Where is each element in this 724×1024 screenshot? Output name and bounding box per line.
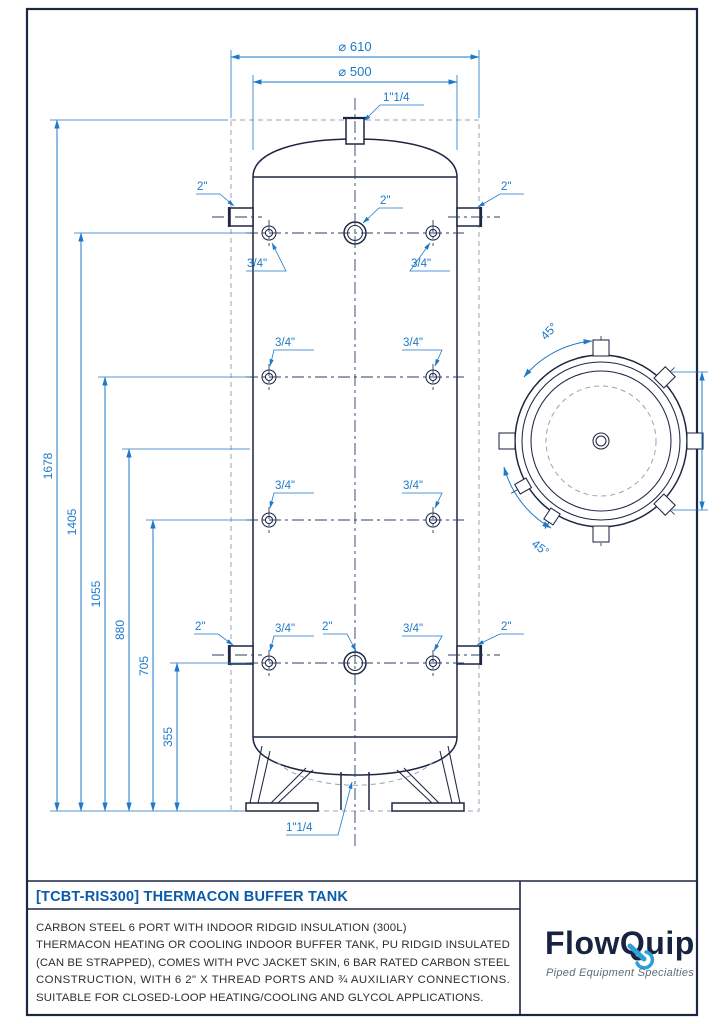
- left-dimension-chain: 1678 1405 1055 880 705 355: [41, 119, 250, 812]
- label-34in-r2-left: 3/4": [275, 337, 295, 349]
- logo-flow: Flow: [545, 925, 620, 961]
- top-view-center-port: [595, 435, 607, 447]
- label-2in-bottom-left: 2": [195, 621, 205, 633]
- description-line-2: THERMACON HEATING OR COOLING INDOOR BUFF…: [36, 939, 510, 951]
- label-2in-top-right: 2": [501, 181, 511, 193]
- dim-height-total: 1678: [41, 452, 55, 479]
- label-34in-r3-left: 3/4": [275, 480, 295, 492]
- dim-height-880: 880: [113, 620, 127, 640]
- wrench-jaw-icon: [635, 950, 655, 970]
- title-block: [TCBT-RIS300] THERMACON BUFFER TANK CARB…: [27, 880, 697, 1015]
- port-labels: 2" 2" 2" 3/4" 3/4" 3/4" 3/4" 3/4" 3/4" 3…: [194, 181, 524, 836]
- drawing-title: [TCBT-RIS300] THERMACON BUFFER TANK: [36, 889, 348, 905]
- label-34in-r3-right: 3/4": [403, 480, 423, 492]
- top-dimensions: ⌀ 610 ⌀ 500 1"1/4: [230, 39, 480, 150]
- description-line-3: (CAN BE STRAPPED), COMES WITH PVC JACKET…: [36, 957, 510, 969]
- dim-height-1055: 1055: [89, 580, 103, 607]
- wrench-icon: [627, 943, 647, 962]
- base-plate-left: [245, 802, 319, 812]
- label-34in-r1-left: 3/4": [247, 258, 267, 270]
- logo-quip: Quip: [620, 925, 695, 961]
- label-2in-bottom-center: 2": [322, 621, 332, 633]
- label-34in-r1-right: 3/4": [411, 258, 431, 270]
- top-view: 45° 45°: [498, 320, 708, 559]
- label-34in-r4-right: 3/4": [403, 623, 423, 635]
- dim-height-1405: 1405: [65, 508, 79, 535]
- description-line-4: CONSTRUCTION, WITH 6 2" X THREAD PORTS A…: [36, 974, 510, 986]
- description-line-5: SUITABLE FOR CLOSED-LOOP HEATING/COOLING…: [36, 992, 484, 1004]
- label-34in-r4-left: 3/4": [275, 623, 295, 635]
- logo-wordmark: FlowQuip: [545, 925, 695, 961]
- centerlines: [212, 98, 500, 848]
- logo: FlowQuip Piped Equipment Specialties: [545, 925, 695, 979]
- dim-height-705: 705: [137, 656, 151, 676]
- label-2in-bottom-right: 2": [501, 621, 511, 633]
- top-view-shell-circle: [530, 370, 672, 512]
- description-line-1: CARBON STEEL 6 PORT WITH INDOOR RIDGID I…: [36, 922, 407, 934]
- label-2in-top-center: 2": [380, 195, 390, 207]
- base-plate-right: [391, 802, 465, 812]
- label-34in-r2-right: 3/4": [403, 337, 423, 349]
- label-2in-top-left: 2": [197, 181, 207, 193]
- dim-height-355: 355: [161, 727, 175, 747]
- dim-diameter-inner: ⌀ 500: [338, 64, 371, 79]
- label-bottom-port: 1"1/4: [286, 822, 313, 834]
- logo-tagline: Piped Equipment Specialties: [546, 967, 694, 979]
- dim-diameter-outer: ⌀ 610: [338, 39, 371, 54]
- label-top-port: 1"1/4: [383, 92, 410, 104]
- drawing-border: [25, 7, 699, 1017]
